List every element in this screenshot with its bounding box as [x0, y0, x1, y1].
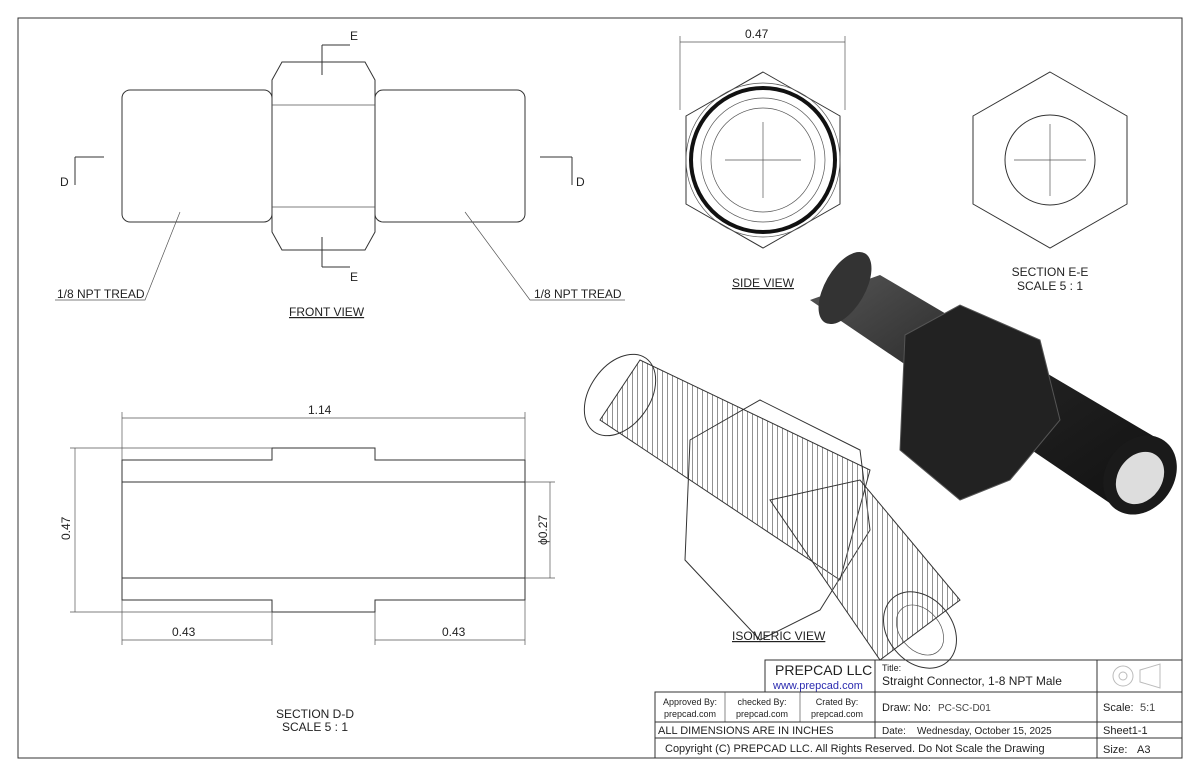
checked-value: prepcad.com	[736, 709, 788, 719]
section-e-e-label: SECTION E-E	[1012, 265, 1089, 279]
section-d-d-bore-dim: ϕ0.27	[536, 515, 550, 545]
side-view-label: SIDE VIEW	[732, 276, 795, 290]
drawno-label: Draw: No:	[882, 702, 931, 714]
drawno-value: PC-SC-D01	[938, 703, 991, 714]
section-d-d-height-dim: 0.47	[59, 516, 73, 540]
front-view-label: FRONT VIEW	[289, 305, 365, 319]
scale-label: Scale:	[1103, 702, 1134, 714]
isometric-view: ISOMERIC VIEW	[583, 251, 1177, 669]
section-d-d-label: SECTION D-D	[276, 707, 354, 721]
title-label: Title:	[882, 663, 901, 673]
section-d-d-scale: SCALE 5 : 1	[282, 720, 348, 734]
front-view: E E D D 1/8 NPT TREAD 1/8 NPT TREAD FRON…	[55, 29, 625, 319]
thread-callout-right: 1/8 NPT TREAD	[534, 287, 622, 301]
created-label: Crated By:	[816, 697, 859, 707]
date-value: Wednesday, October 15, 2025	[917, 726, 1052, 737]
isometric-wire-model	[583, 353, 961, 669]
copyright-note: Copyright (C) PREPCAD LLC. All Rights Re…	[665, 743, 1045, 755]
approved-value: prepcad.com	[664, 709, 716, 719]
scale-value: 5:1	[1140, 702, 1155, 714]
section-mark-d-right: D	[576, 175, 585, 189]
approved-label: Approved By:	[663, 697, 717, 707]
title-block: PREPCAD LLC www.prepcad.com Title: Strai…	[654, 659, 1183, 759]
section-d-d-length-dim: 1.14	[308, 403, 332, 417]
section-mark-e-top: E	[350, 29, 358, 43]
created-value: prepcad.com	[811, 709, 863, 719]
section-d-d: 1.14 0.47 ϕ0.27 0.43 0.43 SECTION D-D SC…	[59, 403, 555, 734]
side-view: 0.47 SIDE VIEW	[679, 27, 846, 290]
sheet-number: Sheet1-1	[1103, 725, 1148, 737]
section-d-d-right-dim: 0.43	[442, 625, 466, 639]
thread-callout-left: 1/8 NPT TREAD	[57, 287, 145, 301]
sheet-border	[17, 17, 1183, 759]
side-view-width-dim: 0.47	[745, 27, 769, 41]
checked-label: checked By:	[737, 697, 786, 707]
isometric-dark-model	[810, 251, 1177, 515]
units-note: ALL DIMENSIONS ARE IN INCHES	[658, 725, 834, 737]
section-d-d-left-dim: 0.43	[172, 625, 196, 639]
isometric-view-label: ISOMERIC VIEW	[732, 629, 826, 643]
company-website[interactable]: www.prepcad.com	[772, 680, 863, 692]
size-value: A3	[1137, 744, 1150, 756]
projection-symbol-icon	[1112, 663, 1161, 689]
date-label: Date:	[882, 726, 906, 737]
section-mark-e-bottom: E	[350, 270, 358, 284]
drawing-title: Straight Connector, 1-8 NPT Male	[882, 674, 1062, 688]
section-mark-d-left: D	[60, 175, 69, 189]
size-label: Size:	[1103, 744, 1127, 756]
section-e-e: SECTION E-E SCALE 5 : 1	[972, 71, 1128, 293]
company-name: PREPCAD LLC	[775, 662, 872, 678]
section-e-e-scale: SCALE 5 : 1	[1017, 279, 1083, 293]
